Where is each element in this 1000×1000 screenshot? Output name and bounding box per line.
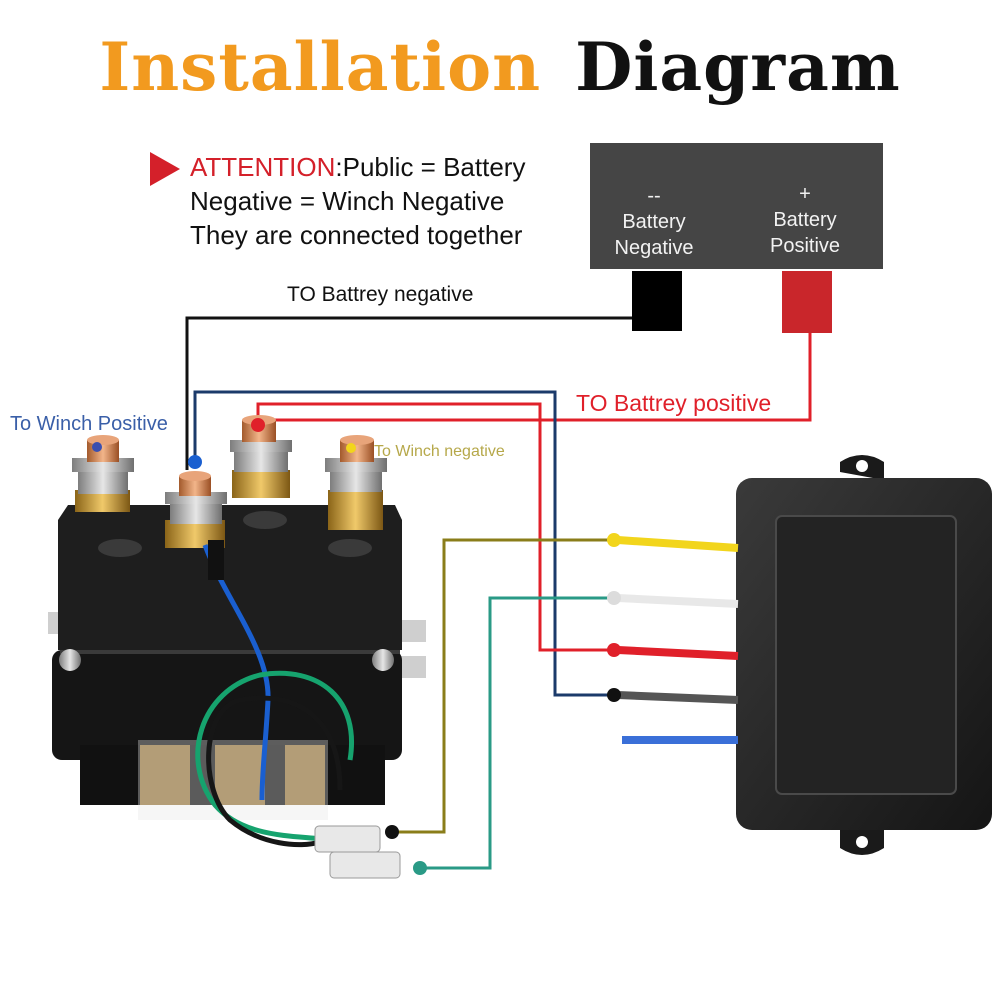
connector-lower	[329, 851, 401, 879]
diagram-title: Installation Diagram	[0, 28, 1000, 106]
dot-connector-green	[413, 861, 427, 875]
attention-prefix: ATTENTION	[190, 152, 336, 182]
wire-control-black	[193, 390, 612, 697]
terminal-battery-negative	[165, 471, 227, 548]
label-to-winch-positive: To Winch Positive	[10, 413, 168, 435]
dot-battery-positive	[251, 418, 265, 432]
title-word-diagram: Diagram	[575, 28, 901, 106]
solenoid-wire-sleeve	[208, 540, 224, 580]
solenoid-black-wire	[206, 695, 343, 848]
label-to-battery-negative: TO Battrey negative	[287, 283, 474, 306]
wire-to-battery-positive	[256, 333, 812, 430]
attention-line3: They are connected together	[190, 220, 523, 250]
attention-note: ATTENTION:Public = Battery Negative = Wi…	[190, 150, 525, 252]
solenoid-blue-wire	[202, 544, 271, 801]
battery-box: -- Battery Negative + Battery Positive	[590, 143, 883, 269]
attention-line1: :Public = Battery	[335, 152, 526, 182]
lead-wire-yellow	[617, 536, 739, 552]
wire-control-red	[256, 402, 612, 652]
attention-triangle-icon	[150, 152, 180, 186]
battery-negative-text-1: Battery	[622, 211, 686, 233]
battery-positive-text-2: Positive	[769, 235, 841, 257]
battery-positive-terminal	[782, 271, 832, 333]
wire-to-battery-negative	[185, 316, 632, 470]
terminal-winch-negative	[325, 435, 387, 530]
battery-positive-label: + Battery Positive	[735, 181, 875, 259]
battery-positive-sign: +	[799, 183, 811, 205]
dot-lead-white	[607, 591, 621, 605]
dot-winch-positive	[188, 455, 202, 469]
lead-wire-red	[617, 646, 739, 660]
solenoid-green-wire	[195, 670, 354, 843]
lead-wire-black	[617, 691, 739, 704]
terminal-battery-positive	[230, 415, 292, 498]
dot-lead-red	[607, 643, 621, 657]
dot-connector-black	[385, 825, 399, 839]
label-to-battery-positive: TO Battrey positive	[576, 390, 772, 416]
battery-negative-terminal	[632, 271, 682, 331]
battery-positive-text-1: Battery	[773, 209, 837, 231]
battery-negative-label: -- Battery Negative	[584, 183, 724, 261]
battery-negative-text-2: Negative	[614, 237, 694, 259]
label-to-winch-negative: To Winch negative	[374, 443, 505, 460]
remote-control-box	[736, 455, 992, 855]
winch-solenoid	[48, 505, 426, 820]
dot-lead-yellow	[607, 533, 621, 547]
dot-lead-black	[607, 688, 621, 702]
wire-control-yellow	[392, 538, 612, 834]
wire-control-white	[420, 596, 612, 870]
terminal-winch-positive	[72, 435, 134, 512]
lead-wire-white	[617, 594, 739, 608]
battery-negative-sign: --	[647, 185, 661, 207]
title-word-installation: Installation	[99, 28, 542, 106]
attention-line2: Negative = Winch Negative	[190, 186, 505, 216]
connector-upper	[314, 825, 381, 853]
